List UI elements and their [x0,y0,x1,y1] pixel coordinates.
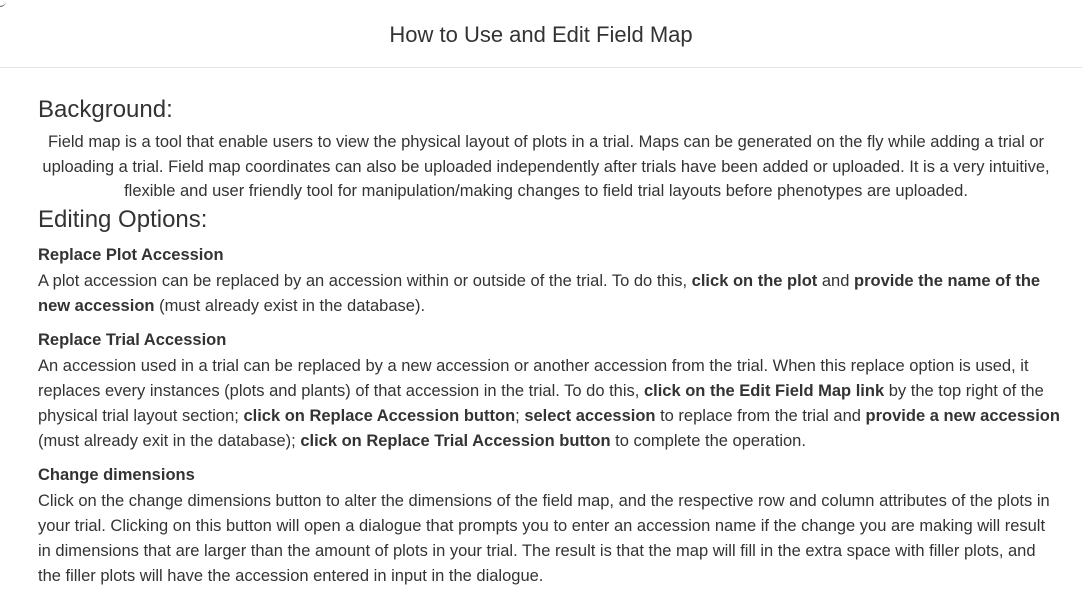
text-segment: An accession used in a trial can be repl… [38,356,1029,400]
text-segment: to complete the operation. [610,431,806,450]
text-segment: and [817,271,854,290]
bold-instruction: provide a new accession [865,406,1060,425]
option-title: Replace Trial Accession [38,330,227,349]
editing-options-heading: Editing Options: [38,205,208,233]
bold-instruction: click on Replace Trial Accession button [300,431,611,450]
option-title: Replace Plot Accession [38,245,224,264]
bold-instruction: select accession [524,406,656,425]
background-heading: Background: [38,96,173,123]
option-description: An accession used in a trial can be repl… [38,354,1062,454]
text-segment: (must already exist in the database). [154,296,426,315]
option-description: Click on the change dimensions button to… [38,491,1050,585]
option-description: A plot accession can be replaced by an a… [38,269,1062,319]
text-segment: by the top right of the physical trial l… [38,381,1044,425]
bold-instruction: click on the Edit Field Map link [643,381,885,400]
bold-instruction: click on Replace Accession button [243,406,516,425]
text-segment: ; [515,406,525,425]
option-replace-trial-accession: Replace Trial Accession An accession use… [38,329,1062,454]
option-replace-plot-accession: Replace Plot Accession A plot accession … [38,244,1062,319]
bold-instruction: click on the plot [691,271,818,290]
modal-body: Background: Field map is a tool that ena… [0,68,1082,589]
option-change-dimensions: Change dimensions Click on the change di… [38,464,1062,589]
bold-instruction: provide the name of the new accession [38,271,1041,315]
modal-header: How to Use and Edit Field Map [0,0,1082,68]
text-segment: (must already exit in the database); [38,431,301,450]
option-title: Change dimensions [38,465,195,484]
background-text: Field map is a tool that enable users to… [42,133,1050,201]
text-segment: to replace from the trial and [655,406,866,425]
modal-title: How to Use and Edit Field Map [389,21,693,47]
text-segment: A plot accession can be replaced by an a… [38,271,692,290]
